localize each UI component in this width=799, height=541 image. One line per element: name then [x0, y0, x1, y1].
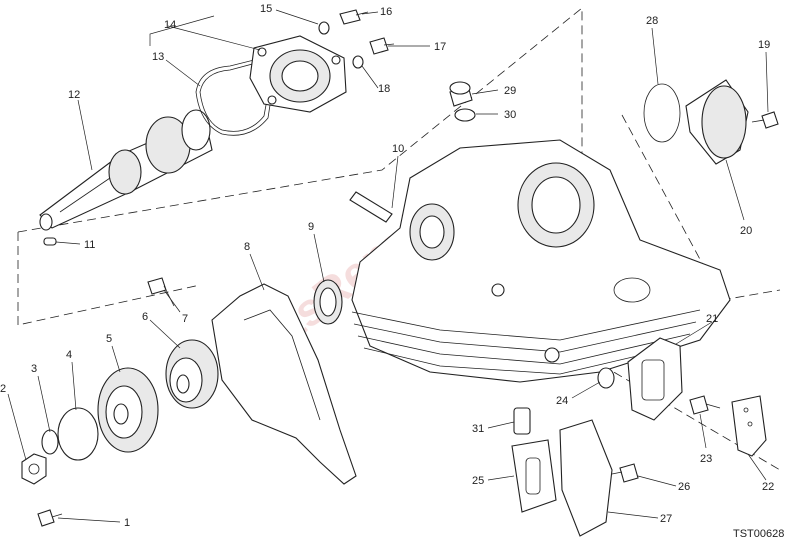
diagram-code: TST00628 [733, 528, 784, 540]
callout-19: 19 [758, 39, 770, 51]
callout-9: 9 [308, 221, 314, 233]
pulley [165, 339, 219, 409]
stud [349, 191, 393, 223]
callout-30: 30 [504, 109, 516, 121]
callout-16: 16 [380, 6, 392, 18]
plate [57, 407, 99, 461]
upper-fasteners [318, 9, 395, 69]
callout-labels: 1 2 3 4 5 6 7 8 9 10 11 12 13 14 15 16 1… [0, 3, 774, 529]
plug-29 [449, 81, 473, 107]
gasket-25 [511, 439, 557, 513]
bracket-22 [731, 395, 767, 457]
callout-3: 3 [31, 363, 37, 375]
callout-8: 8 [244, 241, 250, 253]
callout-23: 23 [700, 453, 712, 465]
callout-7: 7 [182, 313, 188, 325]
callout-15: 15 [260, 3, 272, 15]
seal-24 [597, 367, 615, 389]
end-cap [685, 79, 749, 165]
sprocket [97, 367, 159, 453]
callout-25: 25 [472, 475, 484, 487]
callout-6: 6 [142, 311, 148, 323]
sleeve [513, 407, 531, 435]
callout-20: 20 [740, 225, 752, 237]
callout-12: 12 [68, 89, 80, 101]
callout-4: 4 [66, 349, 72, 361]
callout-5: 5 [106, 333, 112, 345]
callout-17: 17 [434, 41, 446, 53]
bolt-19 [751, 111, 779, 129]
o-ring [643, 83, 681, 143]
oil-seal [313, 279, 343, 325]
bolt-1 [37, 509, 63, 527]
callout-31: 31 [472, 423, 484, 435]
dowel-pin [43, 237, 57, 246]
callout-2: 2 [0, 383, 6, 395]
bolt-7 [147, 277, 175, 307]
callout-24: 24 [556, 395, 568, 407]
bolt-26 [611, 463, 639, 483]
cylinder-head [351, 139, 731, 383]
callout-1: 1 [124, 517, 130, 529]
washer-3 [41, 429, 59, 455]
washer-30 [454, 108, 476, 122]
callout-13: 13 [152, 51, 164, 63]
callout-18: 18 [378, 83, 390, 95]
leader-lines [7, 9, 769, 523]
camshaft [39, 109, 213, 231]
bolt-23 [689, 395, 721, 415]
callout-28: 28 [646, 15, 658, 27]
callout-29: 29 [504, 85, 516, 97]
callout-21: 21 [706, 313, 718, 325]
callout-27: 27 [660, 513, 672, 525]
callout-26: 26 [678, 481, 690, 493]
callout-14: 14 [164, 19, 176, 31]
cam-cover [249, 35, 347, 113]
belt-cover [211, 283, 357, 485]
callout-22: 22 [762, 481, 774, 493]
callout-10: 10 [392, 143, 404, 155]
callout-11: 11 [84, 239, 95, 251]
side-cover [627, 337, 683, 421]
nut [21, 453, 47, 485]
cover-27 [559, 419, 613, 537]
